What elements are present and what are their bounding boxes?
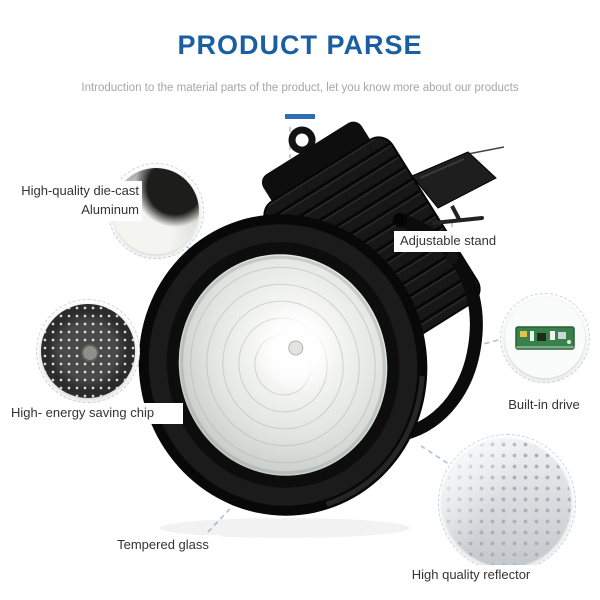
label-built-in-drive: Built-in drive bbox=[492, 395, 596, 416]
pcb-icon bbox=[515, 326, 575, 350]
label-die-cast-aluminum: High-quality die-cast Aluminum bbox=[2, 181, 142, 221]
reflector-honeycomb-texture bbox=[443, 439, 571, 567]
drive-detail-photo bbox=[500, 293, 590, 383]
chip-detail-photo bbox=[36, 299, 140, 403]
reflector-detail-photo bbox=[438, 434, 576, 572]
driver-pcb-image bbox=[505, 298, 585, 378]
page-title: PRODUCT PARSE bbox=[177, 30, 423, 60]
label-adjustable-stand: Adjustable stand bbox=[394, 231, 502, 252]
adjustable-stand-icon bbox=[411, 146, 505, 225]
title-divider bbox=[285, 114, 315, 119]
label-energy-saving-chip: High- energy saving chip bbox=[8, 403, 183, 424]
page-subtitle: Introduction to the material parts of th… bbox=[81, 82, 519, 94]
label-die-cast-aluminum-line1: High-quality die-cast bbox=[21, 183, 139, 198]
label-die-cast-aluminum-line2: Aluminum bbox=[81, 201, 139, 217]
label-tempered-glass: Tempered glass bbox=[106, 535, 220, 556]
label-high-quality-reflector: High quality reflector bbox=[396, 565, 546, 586]
led-array-texture bbox=[41, 304, 135, 398]
